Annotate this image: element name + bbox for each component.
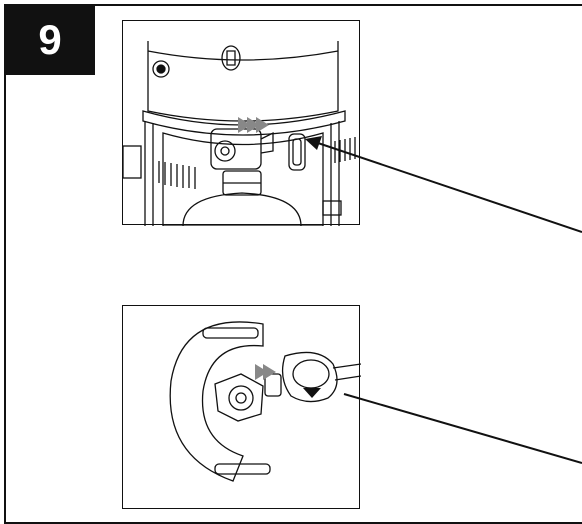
regulator-illustration bbox=[169, 321, 361, 482]
heat-shield bbox=[169, 321, 264, 482]
vent-slots-left bbox=[158, 161, 196, 189]
control-knob-icon bbox=[221, 45, 241, 71]
heater-illustration bbox=[123, 41, 356, 226]
callout-line-top bbox=[311, 140, 582, 233]
direction-arrows bbox=[255, 364, 276, 380]
cylinder-valve-icon bbox=[210, 128, 262, 170]
figure-panel-bottom bbox=[122, 305, 361, 509]
callout-line-bottom bbox=[343, 393, 582, 464]
cylinder-valve-icon bbox=[214, 373, 264, 422]
pointer-arrowhead bbox=[303, 388, 321, 398]
igniter-button-icon bbox=[152, 60, 170, 78]
figure-panel-top bbox=[122, 20, 360, 226]
regulator-icon bbox=[281, 351, 338, 403]
direction-arrows bbox=[238, 117, 269, 133]
gas-cylinder bbox=[182, 192, 302, 226]
step-number-badge: 9 bbox=[5, 5, 95, 75]
callout-arrowhead-top bbox=[305, 136, 322, 150]
